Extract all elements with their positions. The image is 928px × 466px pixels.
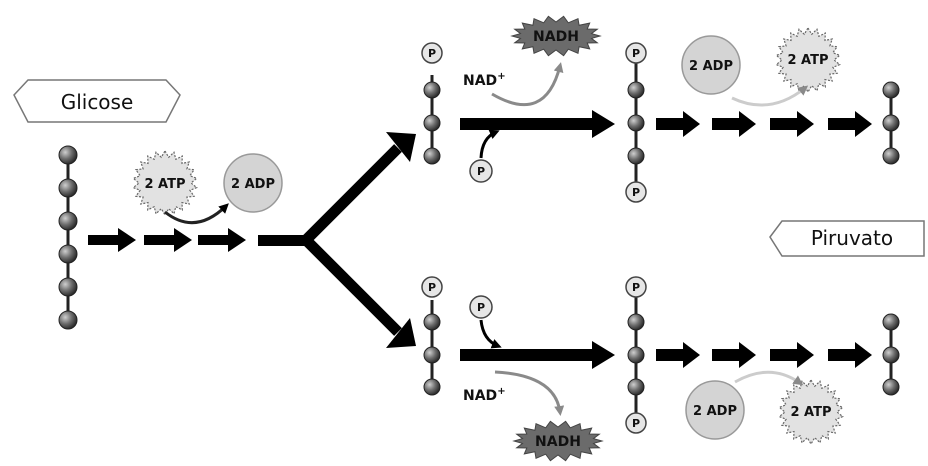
pyruvate-label: Piruvato	[811, 226, 893, 250]
carbon-bead	[423, 114, 441, 132]
atp-label: 2 ATP	[144, 177, 185, 192]
carbon-bead	[882, 147, 900, 165]
bottom-main-arrow	[460, 341, 615, 369]
phosphate-circle	[625, 412, 647, 434]
svg-text:P: P	[428, 281, 436, 294]
atp-burst-bottom: 2 ATP	[778, 378, 844, 446]
adp-to-atp-curve-bottom	[734, 370, 804, 386]
bottom-g3p-molecule: P	[421, 276, 443, 396]
glucose-label: Glicose	[61, 90, 134, 114]
adp-circle-1: 2 ADP	[223, 153, 283, 213]
svg-text:P: P	[477, 165, 485, 178]
bottom-pyruvate-molecule	[882, 313, 900, 396]
nad-label-top: NAD+	[463, 71, 506, 89]
phosphate-circle	[421, 42, 443, 64]
nadh-label: NADH	[533, 29, 579, 45]
carbon-bead	[58, 145, 78, 165]
split-arrows	[258, 132, 416, 348]
pyruvate-label-box: Piruvato	[769, 220, 925, 257]
bottom-bpg-molecule: P P	[625, 276, 647, 434]
nad-curve-top	[491, 62, 564, 107]
phosphate-circle	[469, 295, 493, 319]
carbon-bead	[423, 147, 441, 165]
nadh-burst-top: NADH	[510, 15, 602, 57]
atp-burst-top: 2 ATP	[775, 26, 841, 94]
arrow	[828, 342, 872, 368]
atp-burst-1: 2 ATP	[132, 149, 198, 217]
carbon-bead	[423, 346, 441, 364]
carbon-bead	[627, 114, 645, 132]
carbon-bead	[882, 81, 900, 99]
nadh-burst-bottom: NADH	[512, 420, 604, 462]
carbon-bead	[627, 346, 645, 364]
arrow	[770, 111, 814, 137]
arrow	[770, 342, 814, 368]
arrow	[88, 228, 136, 252]
stage1-arrows	[88, 228, 246, 252]
arrow	[144, 228, 192, 252]
nad-curve-bottom	[494, 370, 565, 416]
svg-text:P: P	[632, 281, 640, 294]
top-main-arrow	[460, 110, 615, 138]
carbon-bead	[627, 378, 645, 396]
arrow	[656, 342, 700, 368]
carbon-bead	[882, 114, 900, 132]
svg-text:P: P	[477, 301, 485, 314]
top-pyruvate-molecule	[882, 81, 900, 165]
carbon-bead	[423, 378, 441, 396]
carbon-bead	[882, 313, 900, 331]
carbon-bead	[423, 313, 441, 331]
bottom-small-arrows	[656, 342, 872, 368]
carbon-bead	[627, 313, 645, 331]
phosphate-circle	[625, 276, 647, 298]
svg-text:2 ATP: 2 ATP	[790, 405, 831, 420]
phosphate-circle	[421, 276, 443, 298]
phosphate-circle	[625, 42, 647, 64]
carbon-bead	[882, 378, 900, 396]
svg-text:P: P	[632, 417, 640, 430]
svg-text:P: P	[428, 47, 436, 60]
svg-text:P: P	[632, 186, 640, 199]
nadh-label: NADH	[535, 434, 581, 450]
atp-to-adp-curve	[164, 203, 229, 225]
svg-text:P: P	[632, 47, 640, 60]
carbon-bead	[58, 310, 78, 330]
phosphate-curve-bottom	[479, 319, 502, 349]
phosphate-curve-top	[479, 129, 500, 159]
top-small-arrows	[656, 111, 872, 137]
carbon-bead	[627, 81, 645, 99]
carbon-bead	[423, 81, 441, 99]
svg-text:2 ADP: 2 ADP	[693, 404, 737, 419]
arrow	[712, 111, 756, 137]
carbon-bead	[882, 346, 900, 364]
glucose-molecule	[58, 145, 78, 330]
arrow	[656, 111, 700, 137]
glucose-label-box: Glicose	[13, 79, 181, 123]
svg-text:2 ADP: 2 ADP	[689, 59, 733, 74]
carbon-bead	[58, 244, 78, 264]
adp-to-atp-curve-top	[731, 85, 809, 107]
arrow	[712, 342, 756, 368]
arrow	[828, 111, 872, 137]
adp-circle-bottom: 2 ADP	[685, 380, 745, 440]
svg-text:2 ATP: 2 ATP	[787, 53, 828, 68]
adp-label: 2 ADP	[231, 177, 275, 192]
carbon-bead	[58, 211, 78, 231]
top-bpg-molecule: P P	[625, 42, 647, 203]
carbon-bead	[627, 147, 645, 165]
nad-label-bottom: NAD+	[463, 386, 506, 404]
adp-circle-top: 2 ADP	[681, 35, 741, 95]
phosphate-circle	[625, 181, 647, 203]
arrow	[198, 228, 246, 252]
carbon-bead	[58, 277, 78, 297]
carbon-bead	[58, 178, 78, 198]
phosphate-circle	[469, 159, 493, 183]
top-g3p-molecule: P	[421, 42, 443, 165]
